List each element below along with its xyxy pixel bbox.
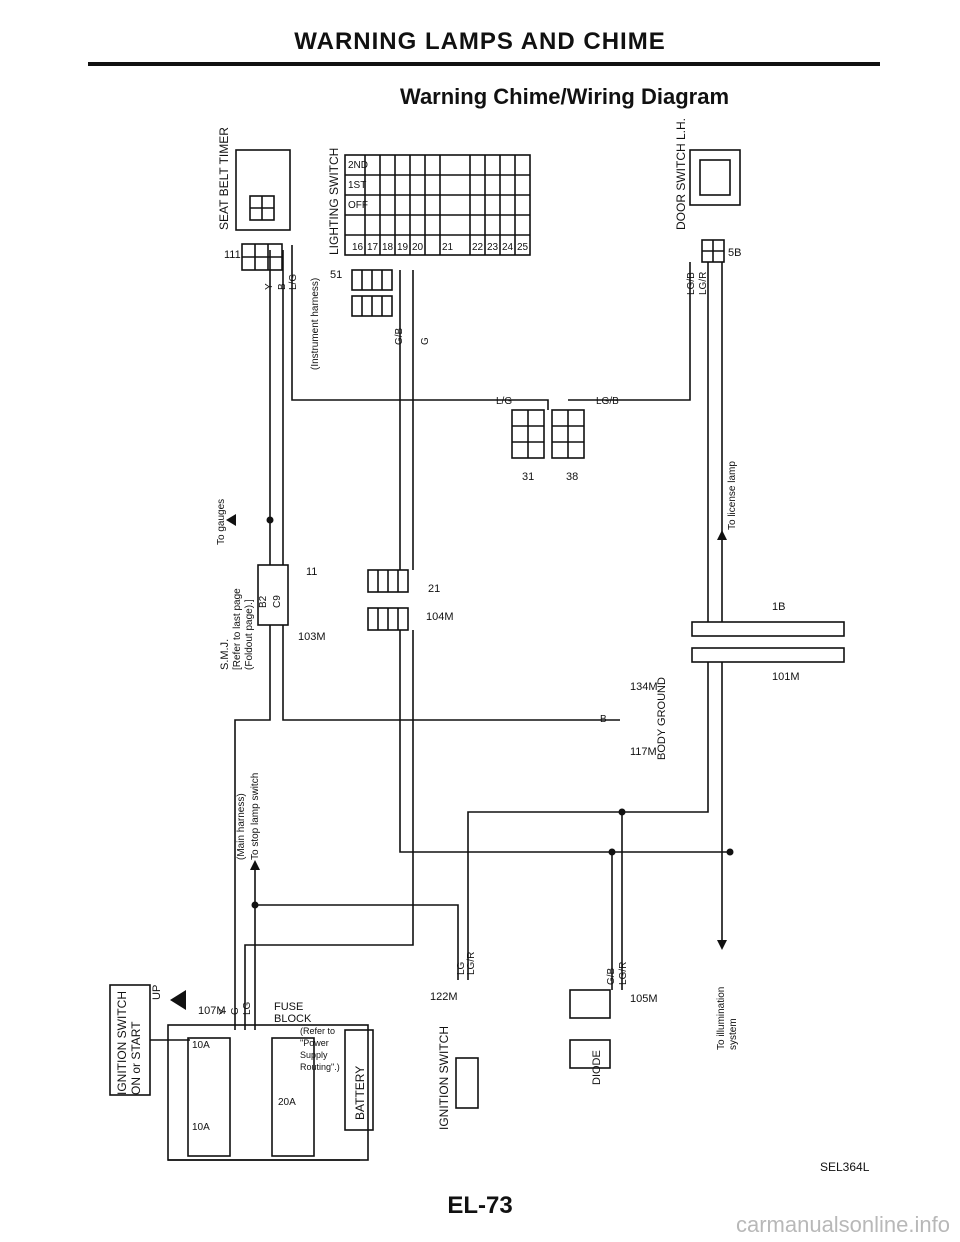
to-license-lamp-note: To license lamp <box>727 461 738 530</box>
wire-g-slash-b-diode: G/B <box>606 967 617 985</box>
connector-103m: 103M <box>298 631 326 643</box>
connector-101m: 101M <box>772 671 800 683</box>
table-row-25: 25 <box>517 242 529 253</box>
table-row-18: 18 <box>382 242 394 253</box>
fuse-20a: 20A <box>278 1097 296 1108</box>
table-row-20: 20 <box>412 242 424 253</box>
title-rule <box>88 62 880 66</box>
ignition-switch-label: IGNITION SWITCH <box>437 1026 451 1130</box>
instrument-harness-note: (Instrument harness) <box>310 278 321 370</box>
fuse-ref-3: Supply <box>300 1050 328 1060</box>
seat-belt-timer-box <box>235 149 291 231</box>
ignition-switch-box-label: IGNITION SWITCH <box>115 991 129 1095</box>
fuse-ref-4: Routing".) <box>300 1062 340 1072</box>
smj-ref-line2: (Foldout page).] <box>244 599 255 670</box>
wire-y-top: Y <box>264 283 275 290</box>
battery-box <box>344 1029 374 1131</box>
connector-5b: 5B <box>728 247 741 259</box>
table-header-off: OFF <box>348 200 368 211</box>
battery-label: BATTERY <box>353 1066 367 1120</box>
wire-lg-slash-b-top: LG/B <box>686 272 697 295</box>
connector-11: 11 <box>306 566 317 578</box>
table-row-17: 17 <box>367 242 379 253</box>
smj-label: S.M.J. <box>219 639 231 670</box>
to-illumination-note: To illumination <box>716 987 727 1050</box>
wire-lg-slash-r-ign: LG/R <box>466 952 477 975</box>
smj-box <box>257 564 289 626</box>
connector-31: 31 <box>522 471 534 483</box>
connector-117m: 117M <box>630 746 657 758</box>
wire-lg-slash-r-top: LG/R <box>698 272 709 295</box>
connector-105m: 105M <box>630 993 658 1005</box>
table-row-21: 21 <box>442 242 454 253</box>
smj-terminal-c9: C9 <box>272 595 283 608</box>
page-number: EL-73 <box>447 1192 513 1219</box>
lighting-switch-label: LIGHTING SWITCH <box>327 148 341 255</box>
door-switch-label: DOOR SWITCH L.H. <box>674 118 688 230</box>
section-title: WARNING LAMPS AND CHIME <box>294 28 666 55</box>
door-switch-box <box>689 149 741 206</box>
connector-111: 111 <box>224 249 241 261</box>
table-row-16: 16 <box>352 242 364 253</box>
connector-134m: 134M <box>630 681 658 693</box>
table-row-19: 19 <box>397 242 409 253</box>
ignition-switch-box-label2: ON or START <box>129 1021 143 1095</box>
watermark: carmanualsonline.info <box>735 1212 950 1237</box>
fuse-10a-top: 10A <box>192 1040 210 1051</box>
to-gauges-note: To gauges <box>216 499 227 545</box>
lighting-switch-table <box>344 154 531 256</box>
smj-terminal-b2: B2 <box>258 595 269 608</box>
to-illumination-note2: system <box>728 1018 739 1050</box>
main-harness-note: (Main harness) <box>236 793 247 860</box>
fuse-ref-2: "Power <box>300 1038 329 1048</box>
connector-122m: 122M <box>430 991 458 1003</box>
fuse-10a-bottom: 10A <box>192 1122 210 1133</box>
diagram-title: Warning Chime/Wiring Diagram <box>400 84 730 109</box>
fuse-block-label: FUSE <box>274 1001 303 1013</box>
table-header-2nd: 2ND <box>348 160 368 171</box>
wire-y-fuse: Y <box>218 1008 229 1015</box>
connector-1b: 1B <box>772 601 785 613</box>
table-header-1st: 1ST <box>348 180 366 191</box>
wire-b-top: B <box>277 283 288 290</box>
wire-g-slash-b-top: G/B <box>394 327 405 345</box>
wire-g-top: G <box>420 337 431 345</box>
connector-104m: 104M <box>426 611 454 623</box>
table-row-22: 22 <box>472 242 484 253</box>
wire-lg-ign: LG <box>456 961 467 975</box>
up-label: UP <box>151 985 163 1000</box>
connector-38: 38 <box>566 471 578 483</box>
wire-lg-slash-r-diode: LG/R <box>618 962 629 985</box>
wire-l-slash-g-top: L/G <box>288 274 299 290</box>
wire-lg-fuse: LG <box>242 1001 253 1015</box>
wire-lg-slash-b: LG/B <box>596 396 619 407</box>
to-stop-lamp-note: To stop lamp switch <box>250 773 261 860</box>
diode-label: DIODE <box>591 1050 603 1085</box>
connector-51: 51 <box>330 269 342 281</box>
wire-g-fuse: G <box>230 1007 241 1015</box>
seat-belt-timer-label: SEAT BELT TIMER <box>217 127 231 230</box>
body-ground-label: BODY GROUND <box>656 677 668 760</box>
wire-lg-slash-g: L/G <box>496 396 512 407</box>
fuse-block-label2: BLOCK <box>274 1013 312 1025</box>
connector-107m: 107M <box>198 1005 226 1017</box>
table-row-24: 24 <box>502 242 514 253</box>
reference-code: SEL364L <box>820 1160 870 1174</box>
smj-ref-line1: [Refer to last page <box>232 588 243 670</box>
connector-21: 21 <box>428 583 440 595</box>
table-row-23: 23 <box>487 242 499 253</box>
wire-b-ground: B <box>600 714 607 725</box>
fuse-ref-1: (Refer to <box>300 1026 335 1036</box>
